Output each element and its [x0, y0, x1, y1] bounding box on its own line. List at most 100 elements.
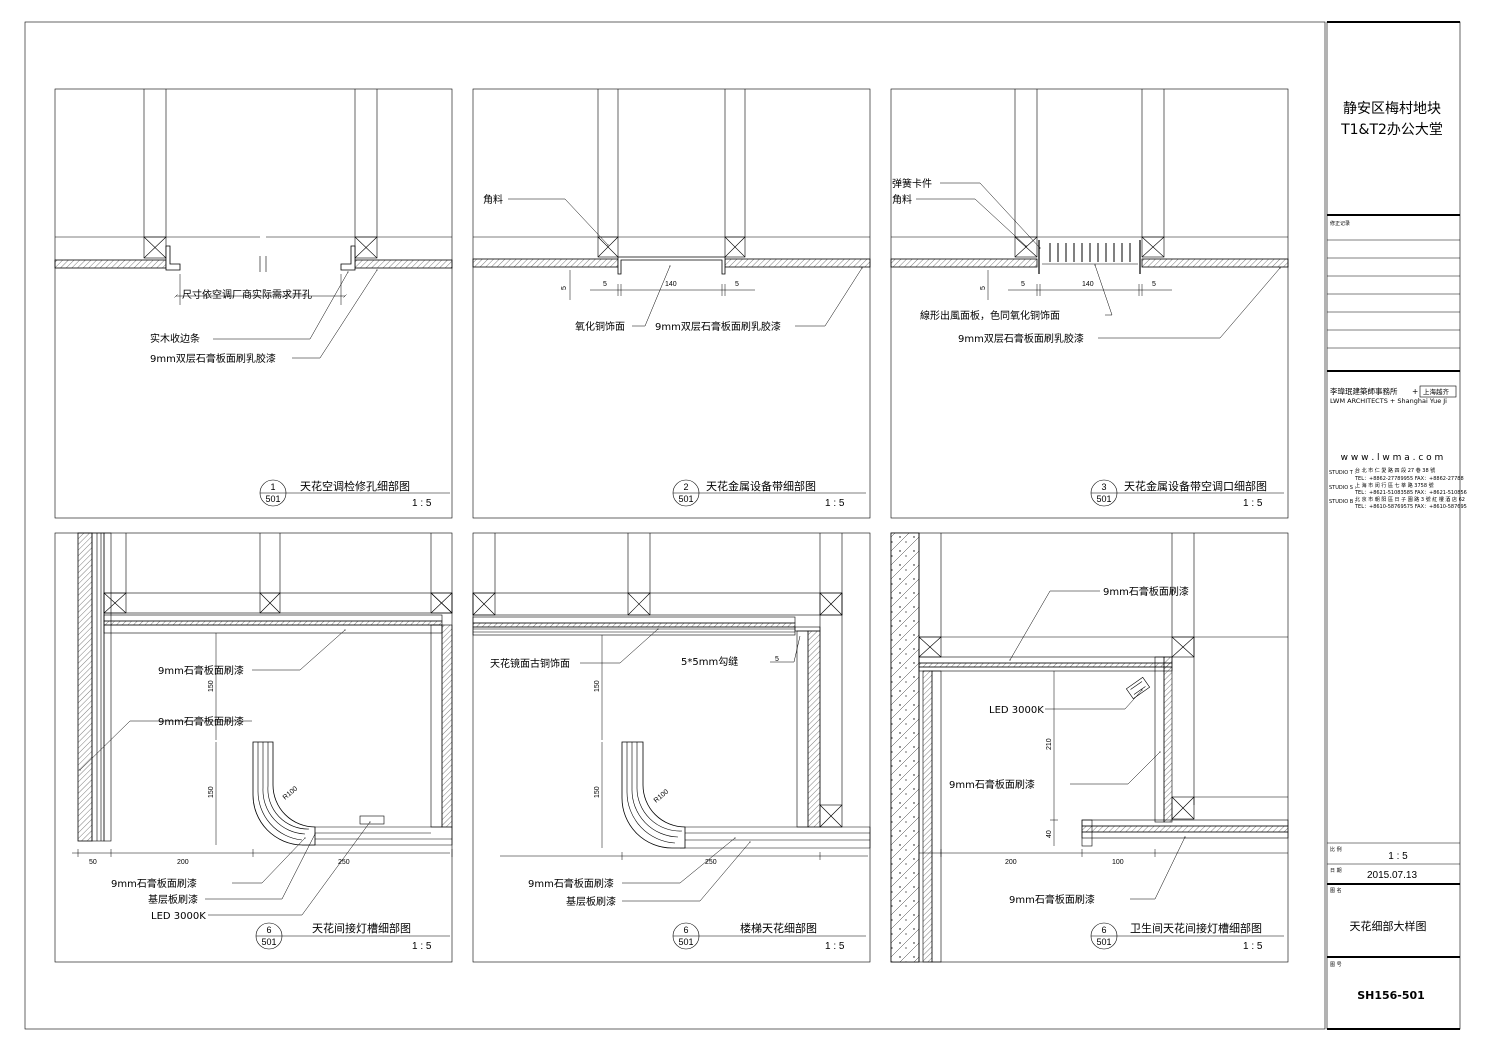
drawing-name: 天花细部大样图	[1350, 919, 1427, 933]
detail-3-num: 3	[1101, 482, 1106, 492]
detail-1: 尺寸依空调厂商实际需求开孔 实木收边条 9mm双层石膏板面刷乳胶漆 1 501 …	[54, 88, 453, 519]
detail-6-sheet: 501	[1096, 937, 1111, 947]
detail-2-dim-c: 140	[665, 281, 677, 288]
detail-6: 210 40 200 100 9mm石膏板面刷漆 LED 3000K 9mm石膏…	[890, 532, 1289, 963]
detail-2-scale: 1 : 5	[825, 498, 845, 509]
detail-2-label-copper: 氧化铜饰面	[575, 320, 625, 333]
studio-t-phone: TEL：+8862-27789955 FAX：+8862-27788	[1354, 476, 1464, 482]
detail-5-label-copper: 天花镜面古铜饰面	[490, 657, 570, 670]
drawing-number: SH156-501	[1357, 989, 1425, 1002]
detail-6-title: 卫生间天花间接灯槽细部图	[1130, 921, 1262, 935]
detail-2-title: 天花金属设备带细部图	[706, 479, 816, 493]
detail-6-dim-b: 40	[1046, 830, 1053, 838]
detail-5-num: 6	[683, 925, 688, 935]
detail-3-label-spring: 弹簧卡件	[892, 177, 932, 190]
detail-4-dim-b: 150	[208, 786, 215, 798]
detail-4-scale: 1 : 5	[412, 941, 432, 952]
scale-value: 1 : 5	[1388, 851, 1408, 862]
detail-6-dim-a: 210	[1046, 738, 1053, 750]
detail-4-dim-d: 200	[177, 859, 189, 866]
studio-b-address: 北 京 市 朝 阳 區 日 子 園 路 3 號 紅 樓 酒 店 62	[1355, 496, 1465, 503]
studio-t-tag: STUDIO T :	[1329, 470, 1356, 476]
detail-2-label-board: 9mm双层石膏板面刷乳胶漆	[655, 320, 781, 333]
detail-6-led-fixture	[1125, 676, 1151, 700]
detail-3-label-diffuser: 線形出風面板，色同氧化铜饰面	[920, 309, 1060, 322]
detail-3-sheet: 501	[1096, 494, 1111, 504]
detail-4-dim-a: 150	[208, 680, 215, 692]
studio-s-phone: TEL：+8621-51083585 FAX：+8621-510856	[1354, 490, 1467, 496]
firm-partner-cn: 上海越齐	[1423, 387, 1450, 396]
firm-plus: +	[1412, 387, 1418, 396]
sheet-border	[24, 21, 1326, 1030]
detail-4-title: 天花间接灯槽细部图	[312, 921, 411, 935]
project-name-line2: T1&T2办公大堂	[1340, 122, 1443, 138]
drawing-name-label: 图 名	[1330, 887, 1342, 894]
detail-6-label-board-2: 9mm石膏板面刷漆	[949, 778, 1035, 791]
detail-1-num: 1	[270, 482, 275, 492]
detail-3: 5 5 140 5 弹簧卡件 角料 線形出風面板，色同氧化铜饰面 9mm双层石膏…	[890, 88, 1289, 519]
detail-6-label-board-1: 9mm石膏板面刷漆	[1103, 585, 1189, 598]
detail-5-sheet: 501	[678, 937, 693, 947]
detail-5-frame	[472, 532, 871, 963]
detail-4-sheet: 501	[261, 937, 276, 947]
detail-6-dim-d: 100	[1112, 859, 1124, 866]
detail-1-label-opening: 尺寸依空调厂商实际需求开孔	[182, 288, 312, 301]
project-name-line1: 静安区梅村地块	[1343, 101, 1441, 117]
detail-5-radius: R100	[653, 788, 670, 804]
detail-6-label-board-3: 9mm石膏板面刷漆	[1009, 893, 1095, 906]
firm-name-cn: 李瑋珉建築師事務所	[1330, 386, 1398, 396]
detail-2-sheet: 501	[678, 494, 693, 504]
detail-5-label-base: 基层板刷漆	[566, 895, 616, 908]
detail-3-label-board: 9mm双层石膏板面刷乳胶漆	[958, 332, 1084, 345]
detail-1-sheet: 501	[265, 494, 280, 504]
detail-4-label-led: LED 3000K	[151, 911, 206, 922]
detail-3-dim-c: 140	[1082, 281, 1094, 288]
revision-rows	[1327, 239, 1460, 349]
detail-4-label-board-1: 9mm石膏板面刷漆	[158, 664, 244, 677]
studio-t-address: 台 北 市 仁 愛 路 四 段 27 巷 38 號	[1355, 467, 1435, 474]
detail-4: R100 150 150 50 200 250 9mm石膏板面刷漆 9mm石膏板…	[54, 532, 453, 963]
detail-5-label-groove: 5*5mm勾缝	[681, 655, 738, 668]
detail-6-num: 6	[1101, 925, 1106, 935]
drawing-number-label: 图 号	[1330, 962, 1342, 968]
detail-2-dim-a: 5	[561, 286, 568, 290]
date-value: 2015.07.13	[1367, 870, 1417, 881]
detail-1-scale: 1 : 5	[412, 498, 432, 509]
detail-4-radius: R100	[282, 785, 299, 801]
revision-label: 修正记录	[1330, 220, 1350, 227]
detail-5-dim-a: 150	[594, 680, 601, 692]
detail-4-label-board-3: 9mm石膏板面刷漆	[111, 877, 197, 890]
detail-5-title: 楼梯天花细部图	[740, 921, 817, 935]
detail-6-scale: 1 : 5	[1243, 941, 1263, 952]
detail-1-title: 天花空调检修孔细部图	[300, 479, 410, 493]
detail-4-led-fixture	[359, 815, 385, 825]
detail-2-dim-d: 5	[735, 281, 739, 288]
detail-3-title: 天花金属设备带空调口细部图	[1124, 479, 1267, 493]
detail-4-dim-c: 50	[89, 859, 97, 866]
detail-1-label-board: 9mm双层石膏板面刷乳胶漆	[150, 352, 276, 365]
detail-5-dim-b: 150	[594, 786, 601, 798]
studio-s-address: 上 海 市 闵 行 區 七 莘 路 3758 號	[1355, 482, 1434, 489]
detail-3-frame	[890, 88, 1289, 519]
firm-website: w w w . l w m a . c o m	[1341, 453, 1444, 463]
detail-6-label-led: LED 3000K	[989, 705, 1044, 716]
detail-2-frame	[472, 88, 871, 519]
detail-1-label-trim: 实木收边条	[150, 332, 200, 345]
detail-6-dim-c: 200	[1005, 859, 1017, 866]
detail-5-dim-c: 250	[705, 859, 717, 866]
detail-2-num: 2	[683, 482, 688, 492]
detail-5-dim-gap: 5	[775, 656, 779, 663]
detail-5-scale: 1 : 5	[825, 941, 845, 952]
detail-3-dim-d: 5	[1152, 281, 1156, 288]
detail-2: 5 5 140 5 角料 氧化铜饰面 9mm双层石膏板面刷乳胶漆 2 501 天…	[472, 88, 871, 519]
date-label: 日 期	[1330, 868, 1342, 874]
detail-4-num: 6	[266, 925, 271, 935]
detail-3-dim-b: 5	[1021, 281, 1025, 288]
firm-name-en: LWM ARCHITECTS + Shanghai Yue Ji	[1330, 397, 1447, 405]
detail-2-label-angle: 角料	[483, 193, 503, 206]
detail-3-dim-a: 5	[980, 286, 987, 290]
scale-label: 比 例	[1330, 846, 1342, 853]
detail-3-scale: 1 : 5	[1243, 498, 1263, 509]
detail-1-frame	[54, 88, 453, 519]
detail-5: R100 5 150 150 250 天花镜面古铜饰面 5*5mm勾缝 9mm石…	[472, 532, 871, 963]
